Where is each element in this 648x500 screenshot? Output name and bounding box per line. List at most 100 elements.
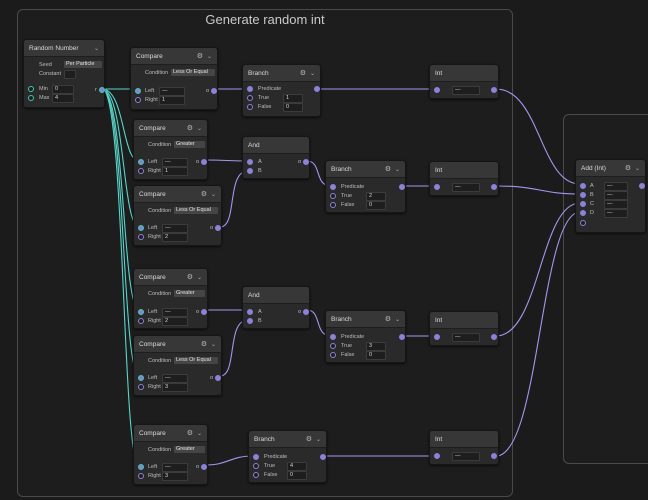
max-field[interactable]: 4 xyxy=(52,94,74,103)
output-port[interactable] xyxy=(201,159,207,165)
chevron-down-icon[interactable]: ⌄ xyxy=(196,125,202,132)
left-field[interactable]: — xyxy=(162,158,188,167)
compare-node-5[interactable]: Compare⚙⌄ Condition Less Or Equal Left —… xyxy=(133,335,222,396)
left-field[interactable]: — xyxy=(162,463,188,472)
chevron-down-icon[interactable]: ⌄ xyxy=(394,316,400,323)
output-port[interactable] xyxy=(491,87,497,93)
output-port[interactable] xyxy=(303,309,309,315)
predicate-port[interactable] xyxy=(330,184,336,190)
chevron-down-icon[interactable]: ⌄ xyxy=(93,45,99,52)
left-port[interactable] xyxy=(135,88,141,94)
output-port[interactable] xyxy=(215,375,221,381)
branch-node-1[interactable]: Branch⚙⌄ Predicate True 1 False 0 xyxy=(242,64,321,117)
gear-icon[interactable]: ⚙ xyxy=(186,430,193,437)
chevron-down-icon[interactable]: ⌄ xyxy=(394,166,400,173)
true-field[interactable]: 1 xyxy=(283,94,303,103)
condition-dropdown[interactable]: Less Or Equal xyxy=(174,207,218,214)
output-port[interactable] xyxy=(211,88,217,94)
output-port[interactable] xyxy=(639,183,645,189)
constant-field[interactable] xyxy=(64,70,76,79)
int-node-1[interactable]: Int — xyxy=(429,64,499,99)
gear-icon[interactable]: ⚙ xyxy=(200,191,207,198)
branch-node-2[interactable]: Branch⚙⌄ Predicate True 2 False 0 xyxy=(325,160,406,213)
value-field[interactable]: — xyxy=(452,333,480,342)
seed-dropdown[interactable]: Per Particle xyxy=(64,61,102,68)
false-port[interactable] xyxy=(247,104,253,110)
true-port[interactable] xyxy=(247,95,253,101)
output-port[interactable] xyxy=(303,159,309,165)
random-number-node[interactable]: Random Number⌄ Seed Per Particle Constan… xyxy=(23,39,105,108)
chevron-down-icon[interactable]: ⌄ xyxy=(210,191,216,198)
right-field[interactable]: 3 xyxy=(162,472,188,481)
a-field[interactable]: — xyxy=(604,182,628,191)
predicate-port[interactable] xyxy=(247,86,253,92)
add-input-port[interactable] xyxy=(580,220,586,226)
false-field[interactable]: 0 xyxy=(283,103,303,112)
left-field[interactable]: — xyxy=(159,87,185,96)
gear-icon[interactable]: ⚙ xyxy=(196,53,203,60)
left-port[interactable] xyxy=(138,375,144,381)
false-field[interactable]: 0 xyxy=(287,471,307,480)
compare-node-4[interactable]: Compare⚙⌄ Condition Greater Left — Right… xyxy=(133,268,208,329)
compare-node-1[interactable]: Compare⚙⌄ Condition Less Or Equal Left —… xyxy=(130,47,218,110)
b-port[interactable] xyxy=(580,192,586,198)
left-field[interactable]: — xyxy=(162,374,188,383)
true-field[interactable]: 4 xyxy=(287,462,307,471)
left-port[interactable] xyxy=(138,464,144,470)
chevron-down-icon[interactable]: ⌄ xyxy=(309,70,315,77)
gear-icon[interactable]: ⚙ xyxy=(299,70,306,77)
input-port[interactable] xyxy=(434,334,440,340)
chevron-down-icon[interactable]: ⌄ xyxy=(634,165,640,172)
compare-node-2[interactable]: Compare⚙⌄ Condition Greater Left — Right… xyxy=(133,119,208,180)
right-field[interactable]: 2 xyxy=(162,317,188,326)
left-port[interactable] xyxy=(138,309,144,315)
input-port[interactable] xyxy=(434,453,440,459)
output-port[interactable] xyxy=(201,309,207,315)
compare-node-3[interactable]: Compare⚙⌄ Condition Less Or Equal Left —… xyxy=(133,185,222,246)
right-field[interactable]: 3 xyxy=(162,383,188,392)
right-port[interactable] xyxy=(138,168,144,174)
compare-node-6[interactable]: Compare⚙⌄ Condition Greater Left — Right… xyxy=(133,424,208,485)
gear-icon[interactable]: ⚙ xyxy=(186,125,193,132)
true-port[interactable] xyxy=(330,343,336,349)
output-port[interactable] xyxy=(491,184,497,190)
value-field[interactable]: — xyxy=(452,183,480,192)
chevron-down-icon[interactable]: ⌄ xyxy=(210,341,216,348)
group-title[interactable]: Generate random int xyxy=(205,12,325,27)
left-field[interactable]: — xyxy=(162,308,188,317)
right-port[interactable] xyxy=(138,234,144,240)
output-port[interactable] xyxy=(320,454,326,460)
left-port[interactable] xyxy=(138,159,144,165)
gear-icon[interactable]: ⚙ xyxy=(384,316,391,323)
right-port[interactable] xyxy=(138,473,144,479)
gear-icon[interactable]: ⚙ xyxy=(305,436,312,443)
right-port[interactable] xyxy=(138,384,144,390)
d-port[interactable] xyxy=(580,210,586,216)
c-port[interactable] xyxy=(580,201,586,207)
false-port[interactable] xyxy=(330,352,336,358)
left-field[interactable]: — xyxy=(162,224,188,233)
gear-icon[interactable]: ⚙ xyxy=(384,166,391,173)
condition-dropdown[interactable]: Greater xyxy=(174,446,205,453)
gear-icon[interactable]: ⚙ xyxy=(186,274,193,281)
a-port[interactable] xyxy=(247,159,253,165)
max-port[interactable] xyxy=(28,95,34,101)
b-port[interactable] xyxy=(247,168,253,174)
condition-dropdown[interactable]: Less Or Equal xyxy=(174,357,218,364)
chevron-down-icon[interactable]: ⌄ xyxy=(196,430,202,437)
left-port[interactable] xyxy=(138,225,144,231)
branch-node-4[interactable]: Branch⚙⌄ Predicate True 4 False 0 xyxy=(248,430,327,483)
condition-dropdown[interactable]: Greater xyxy=(174,290,205,297)
d-field[interactable]: — xyxy=(604,209,628,218)
input-port[interactable] xyxy=(434,87,440,93)
min-field[interactable]: 0 xyxy=(52,85,74,94)
chevron-down-icon[interactable]: ⌄ xyxy=(206,53,212,60)
gear-icon[interactable]: ⚙ xyxy=(624,165,631,172)
right-field[interactable]: 2 xyxy=(162,233,188,242)
chevron-down-icon[interactable]: ⌄ xyxy=(315,436,321,443)
true-port[interactable] xyxy=(330,193,336,199)
gear-icon[interactable]: ⚙ xyxy=(200,341,207,348)
and-node-1[interactable]: And A B o xyxy=(242,136,310,179)
predicate-port[interactable] xyxy=(330,334,336,340)
int-node-4[interactable]: Int — xyxy=(429,430,499,465)
